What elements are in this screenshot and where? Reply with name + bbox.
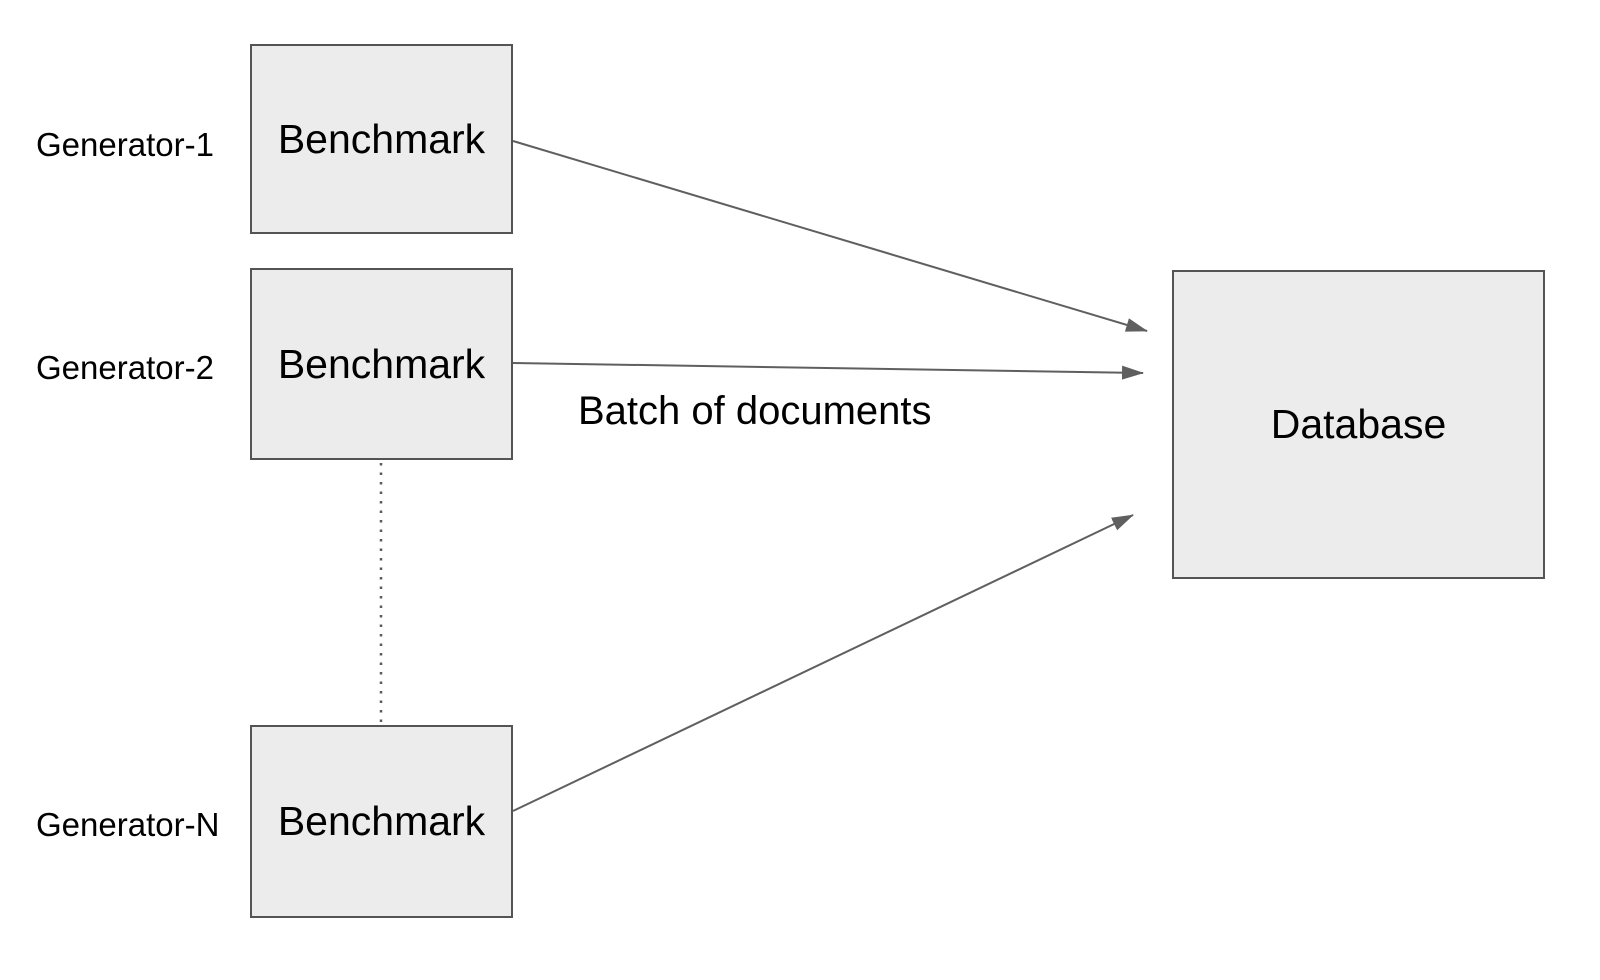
- batch-of-documents-label: Batch of documents: [578, 389, 932, 433]
- benchmark-box-2: Benchmark: [250, 268, 513, 460]
- arrow-generator2-to-database: [512, 362, 1144, 380]
- benchmark-box-2-label: Benchmark: [277, 340, 486, 387]
- benchmark-box-1-label: Benchmark: [277, 115, 486, 162]
- benchmark-box-n-label: Benchmark: [277, 798, 486, 844]
- generator-2-label: Generator-2: [36, 349, 214, 386]
- arrow-generator1-to-database: [512, 140, 1148, 332]
- database-box-label: Database: [1270, 401, 1447, 447]
- arrow-generatorN-to-database: [512, 514, 1134, 812]
- generator-1-label: Generator-1: [36, 126, 214, 163]
- database-box: Database: [1172, 270, 1545, 579]
- benchmark-box-1: Benchmark: [250, 44, 513, 234]
- benchmark-box-n: Benchmark: [250, 725, 513, 918]
- generator-n-label: Generator-N: [36, 806, 220, 843]
